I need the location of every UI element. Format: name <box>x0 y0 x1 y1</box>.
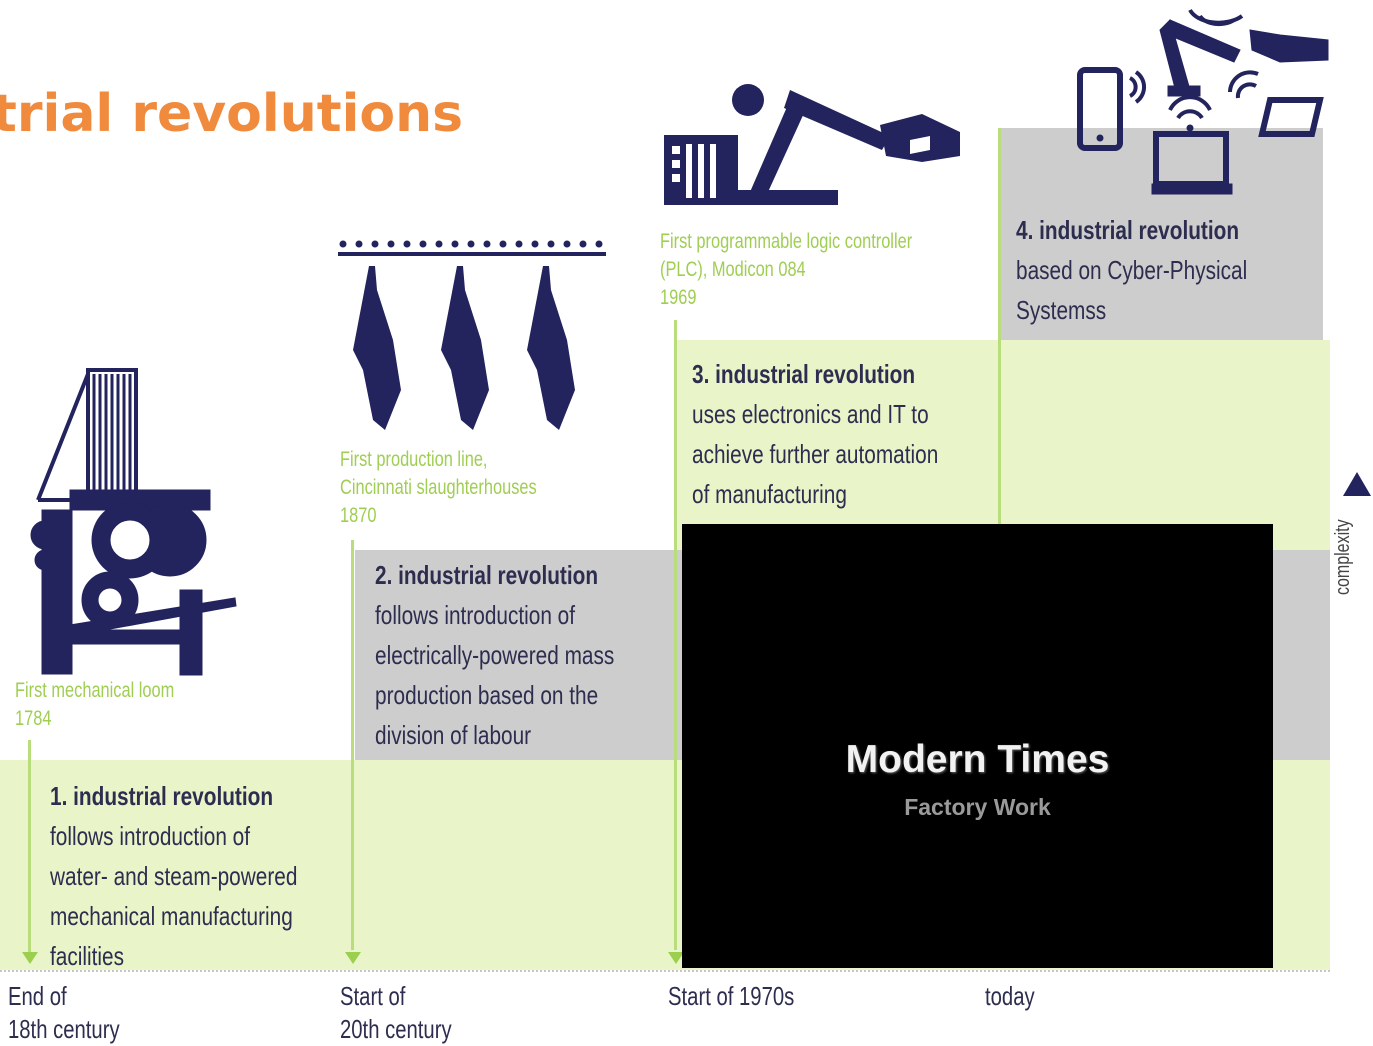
guide-line-3 <box>674 320 677 950</box>
timeline-label-3: Start of 1970s <box>668 981 795 1011</box>
guide-line-2 <box>351 540 354 950</box>
guide-arrow-2 <box>345 952 361 964</box>
page-title: trial revolutions <box>0 84 464 144</box>
revolution-4-block: 4. industrial revolution based on Cyber-… <box>1016 210 1247 330</box>
revolution-3-block: 3. industrial revolution uses electronic… <box>692 354 938 514</box>
revolution-1-heading: 1. industrial revolution <box>50 781 274 811</box>
complexity-axis: complexity <box>1331 470 1371 640</box>
revolution-3-heading: 3. industrial revolution <box>692 359 916 389</box>
milestone-caption-3: First programmable logic controller (PLC… <box>660 230 913 309</box>
timeline-axis <box>0 970 1330 972</box>
cyber-physical-devices-icon <box>1077 8 1329 195</box>
revolution-2-heading: 2. industrial revolution <box>375 560 599 590</box>
guide-line-1 <box>28 740 31 960</box>
robot-arm-icon <box>664 84 960 205</box>
step-4-background <box>1000 128 1323 340</box>
complexity-label: complexity <box>1332 519 1354 595</box>
revolution-4-heading: 4. industrial revolution <box>1016 215 1240 245</box>
revolution-2-block: 2. industrial revolution follows introdu… <box>375 555 614 755</box>
triangle-up-icon <box>1343 472 1371 496</box>
guide-arrow-3 <box>668 952 684 964</box>
video-title: Modern Times <box>845 738 1110 781</box>
video-player[interactable]: Modern Times Factory Work <box>682 524 1273 968</box>
timeline-label-1: End of 18th century <box>8 981 120 1044</box>
timeline-label-4: today <box>985 981 1035 1011</box>
video-subtitle: Factory Work <box>904 794 1051 820</box>
milestone-caption-1: First mechanical loom 1784 <box>15 679 175 730</box>
mechanical-loom-icon <box>30 368 237 676</box>
milestone-caption-2: First production line, Cincinnati slaugh… <box>340 448 537 527</box>
revolution-1-block: 1. industrial revolution follows introdu… <box>50 776 297 976</box>
production-line-icon <box>338 240 606 430</box>
timeline-label-2: Start of 20th century <box>340 981 452 1044</box>
step-4-lower-background <box>1000 340 1323 550</box>
guide-arrow-1 <box>22 952 38 964</box>
